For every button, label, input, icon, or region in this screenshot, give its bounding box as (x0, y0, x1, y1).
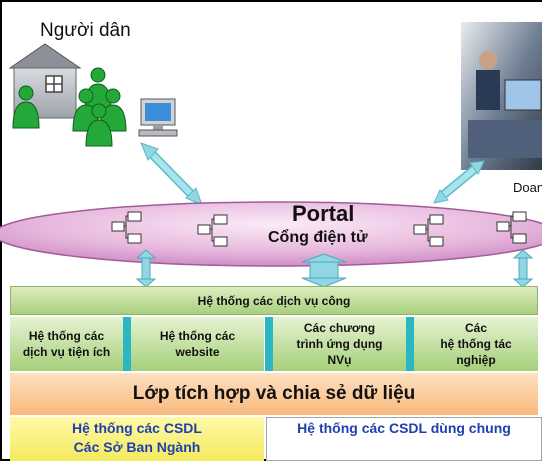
citizen-portal-arrow (140, 142, 203, 206)
citizens-group-icon (12, 67, 127, 147)
divider (406, 317, 414, 371)
applications-box: Các chương trình ứng dụng NVụ (273, 317, 406, 371)
department-databases-box: Hệ thống các CSDL Các Sở Ban Ngành (10, 417, 264, 461)
double-arrow-icon (512, 249, 534, 288)
citizen-label: Người dân (40, 20, 131, 41)
divider (123, 317, 131, 371)
network-node-icon (111, 211, 142, 244)
portal-subtitle: Cổng điện tử (268, 229, 368, 246)
utility-services-box: Hệ thống các dịch vụ tiện ích (10, 317, 123, 371)
divider (265, 317, 273, 371)
double-arrow-icon (301, 253, 347, 288)
person-icon (85, 103, 113, 147)
network-node-icon (413, 214, 444, 247)
portal-service-arrows (135, 249, 534, 288)
integration-layer: Lớp tích hợp và chia sẻ dữ liệu (10, 373, 538, 415)
business-photo (461, 22, 542, 178)
computer-icon (138, 98, 178, 137)
network-node-icon (197, 214, 228, 247)
public-services-bar: Hệ thống các dịch vụ công (10, 286, 538, 315)
shared-databases-box: Hệ thống các CSDL dùng chung (266, 417, 542, 461)
business-portal-arrow (433, 160, 485, 204)
person-icon (12, 85, 40, 129)
double-arrow-icon (135, 249, 157, 288)
network-icons (111, 211, 527, 247)
business-label: Doan (513, 180, 542, 195)
network-node-icon (496, 211, 527, 244)
portal-title: Portal (292, 201, 355, 226)
operational-systems-box: Các hệ thống tác nghiệp (414, 317, 538, 371)
websites-box: Hệ thống các website (131, 317, 264, 371)
